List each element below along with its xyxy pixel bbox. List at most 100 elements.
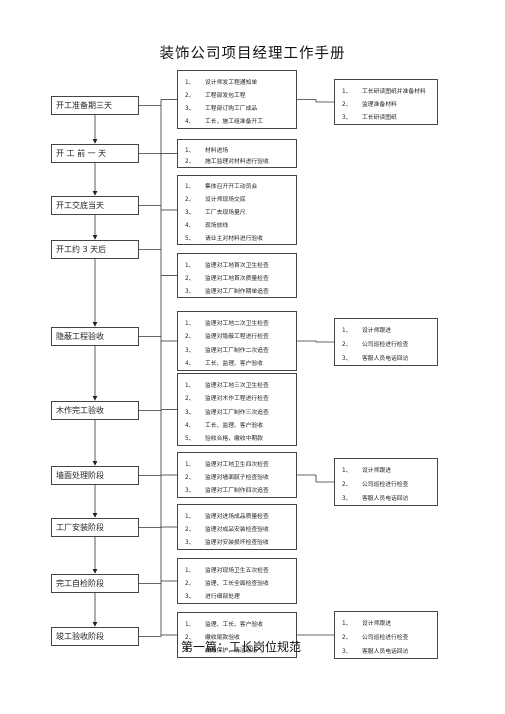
item-text: 材料进场 bbox=[205, 147, 229, 154]
item-number: 2、 bbox=[185, 159, 195, 166]
item-text: 监理对墙面腻子检查验收 bbox=[205, 475, 269, 481]
item-number: 2、 bbox=[185, 197, 195, 204]
list-item: 3、 监理对工厂制作二次追查 bbox=[185, 345, 269, 354]
item-number: 1、 bbox=[342, 621, 352, 627]
item-number: 3、 bbox=[185, 106, 195, 113]
item-text: 设计师跟进 bbox=[362, 621, 391, 627]
item-number: 3、 bbox=[185, 347, 195, 354]
item-number: 3、 bbox=[342, 356, 352, 362]
list-item: 1、监理对工地三次卫生检查 bbox=[185, 380, 269, 389]
item-number: 5、 bbox=[185, 436, 195, 443]
item-number: 2、 bbox=[342, 635, 352, 641]
item-number: 1、 bbox=[185, 513, 195, 520]
item-number: 4、 bbox=[185, 222, 195, 229]
list-item: 4、 现场放线 bbox=[185, 220, 228, 229]
item-text: 现场放线 bbox=[205, 222, 229, 229]
item-number: 1、 bbox=[342, 88, 352, 95]
item-text: 监理对工厂制作三次追查 bbox=[205, 409, 269, 416]
item-number: 1、 bbox=[185, 567, 195, 574]
item-text: 缴收尾款验收 bbox=[205, 635, 240, 641]
item-number: 1、 bbox=[185, 147, 195, 154]
item-text: 客服人员电话回访 bbox=[362, 496, 409, 502]
stage-box: 工厂安装阶段 bbox=[51, 518, 139, 537]
stage-box: 墙面处理阶段 bbox=[51, 466, 139, 485]
list-item: 1、 集体召开开工动员会 bbox=[185, 181, 257, 190]
item-text: 监理对工厂制作二次追查 bbox=[205, 347, 269, 354]
item-number: 4、 bbox=[185, 422, 195, 429]
task-box: 1、 材料进场 2、施工监理对材料进行验收 bbox=[177, 139, 297, 168]
list-item: 3、监理对工厂制作四次追查 bbox=[185, 485, 269, 494]
list-item: 1、设计师跟进 bbox=[342, 465, 391, 474]
list-item: 3、监理对工厂制作期单追查 bbox=[185, 286, 269, 295]
list-item: 1、 监理、工长、客户验收 bbox=[185, 619, 263, 628]
item-text: 监理对木作工程进行检查 bbox=[205, 396, 269, 403]
item-text: 设计师跟进 bbox=[362, 328, 391, 334]
item-number: 5、 bbox=[185, 235, 195, 242]
list-item: 4、 工长、监理、客户验收 bbox=[185, 358, 263, 367]
item-number: 1、 bbox=[342, 468, 352, 474]
list-item: 3、工厂去现场量尺 bbox=[185, 207, 246, 216]
list-item: 3、 成品保护、清洁现场 bbox=[185, 645, 257, 654]
item-number: 3、 bbox=[342, 649, 352, 655]
list-item: 2、监理准备材料 bbox=[342, 99, 397, 108]
item-text: 成品保护、清洁现场 bbox=[205, 648, 258, 655]
item-text: 工程部订购工厂成品 bbox=[205, 106, 258, 113]
item-number: 3、 bbox=[185, 409, 195, 416]
item-number: 2、 bbox=[185, 635, 195, 641]
item-number: 1、 bbox=[185, 184, 195, 191]
item-text: 监理、工长全面检查验收 bbox=[205, 581, 269, 587]
item-text: 监理、工长、客户验收 bbox=[205, 621, 263, 628]
list-item: 5、请业主对材料进行验收 bbox=[185, 233, 263, 242]
task-box: 1、监理对工地三次卫生检查 2、 监理对木作工程进行检查 3、 监理对工厂制作三次追查 4… bbox=[177, 373, 297, 446]
list-item: 3、监理对安装损坏检查验收 bbox=[185, 537, 269, 546]
item-number: 2、 bbox=[185, 396, 195, 403]
item-number: 1、 bbox=[185, 621, 195, 628]
list-item: 2、监理对墙面腻子检查验收 bbox=[185, 472, 269, 481]
item-number: 1、 bbox=[185, 320, 195, 327]
list-item: 3、客服人员电话回访 bbox=[342, 646, 408, 655]
list-item: 2、 监理对木作工程进行检查 bbox=[185, 393, 269, 402]
item-text: 监理对进场成品质量检查 bbox=[205, 513, 269, 520]
stage-box: 木作完工验收 bbox=[51, 401, 139, 420]
item-text: 监理对工地二次卫生检查 bbox=[205, 320, 269, 327]
stage-box: 开 工 前 一 天 bbox=[51, 144, 139, 163]
item-text: 公司巡检进行检查 bbox=[362, 342, 409, 348]
item-text: 设计师发工程通知单 bbox=[205, 79, 258, 86]
task-box: 1、 监理、工长、客户验收 2、 缴收尾款验收 3、 成品保护、清洁现场 bbox=[177, 612, 297, 658]
item-text: 监理对工厂制作期单追查 bbox=[205, 288, 269, 295]
item-text: 公司巡检进行检查 bbox=[362, 482, 409, 488]
task-box: 1、监理对工地卫生四次检查 2、监理对墙面腻子检查验收 3、监理对工厂制作四次追查 bbox=[177, 452, 297, 498]
item-text: 客服人员电话回访 bbox=[362, 356, 409, 362]
list-item: 3、 客服人员电话回访 bbox=[342, 353, 408, 362]
item-number: 1、 bbox=[185, 262, 195, 269]
item-number: 2、 bbox=[185, 581, 195, 587]
item-text: 集体召开开工动员会 bbox=[205, 184, 258, 191]
list-item: 1、监理对工地卫生四次检查 bbox=[185, 459, 269, 468]
list-item: 2、监理对工地首次质量检查 bbox=[185, 273, 269, 282]
item-text: 工厂去现场量尺 bbox=[205, 210, 246, 216]
list-item: 3、 工程部订购工厂成品 bbox=[185, 103, 257, 112]
item-text: 进行细部处理 bbox=[205, 594, 240, 601]
item-number: 3、 bbox=[185, 648, 195, 655]
item-text: 公司巡检进行检查 bbox=[362, 635, 409, 641]
list-item: 2、设计师现场交底 bbox=[185, 194, 246, 203]
list-item: 2、工程部发包工程 bbox=[185, 90, 246, 99]
item-number: 1、 bbox=[185, 79, 195, 86]
list-item: 2、施工监理对材料进行验收 bbox=[185, 156, 269, 165]
item-number: 2、 bbox=[342, 482, 352, 488]
item-number: 4、 bbox=[185, 361, 195, 368]
item-text: 监理对工厂制作四次追查 bbox=[205, 488, 269, 495]
list-item: 2、 公司巡检进行检查 bbox=[342, 479, 408, 488]
item-text: 工长、监理、客户验收 bbox=[205, 361, 263, 368]
item-number: 3、 bbox=[185, 594, 195, 601]
item-number: 2、 bbox=[342, 342, 352, 348]
item-number: 1、 bbox=[185, 382, 195, 389]
list-item: 4、工长、监理、客户验收 bbox=[185, 420, 263, 429]
footer-caption: 第一篇：工长岗位规范 bbox=[181, 640, 302, 654]
item-number: 2、 bbox=[185, 92, 195, 99]
